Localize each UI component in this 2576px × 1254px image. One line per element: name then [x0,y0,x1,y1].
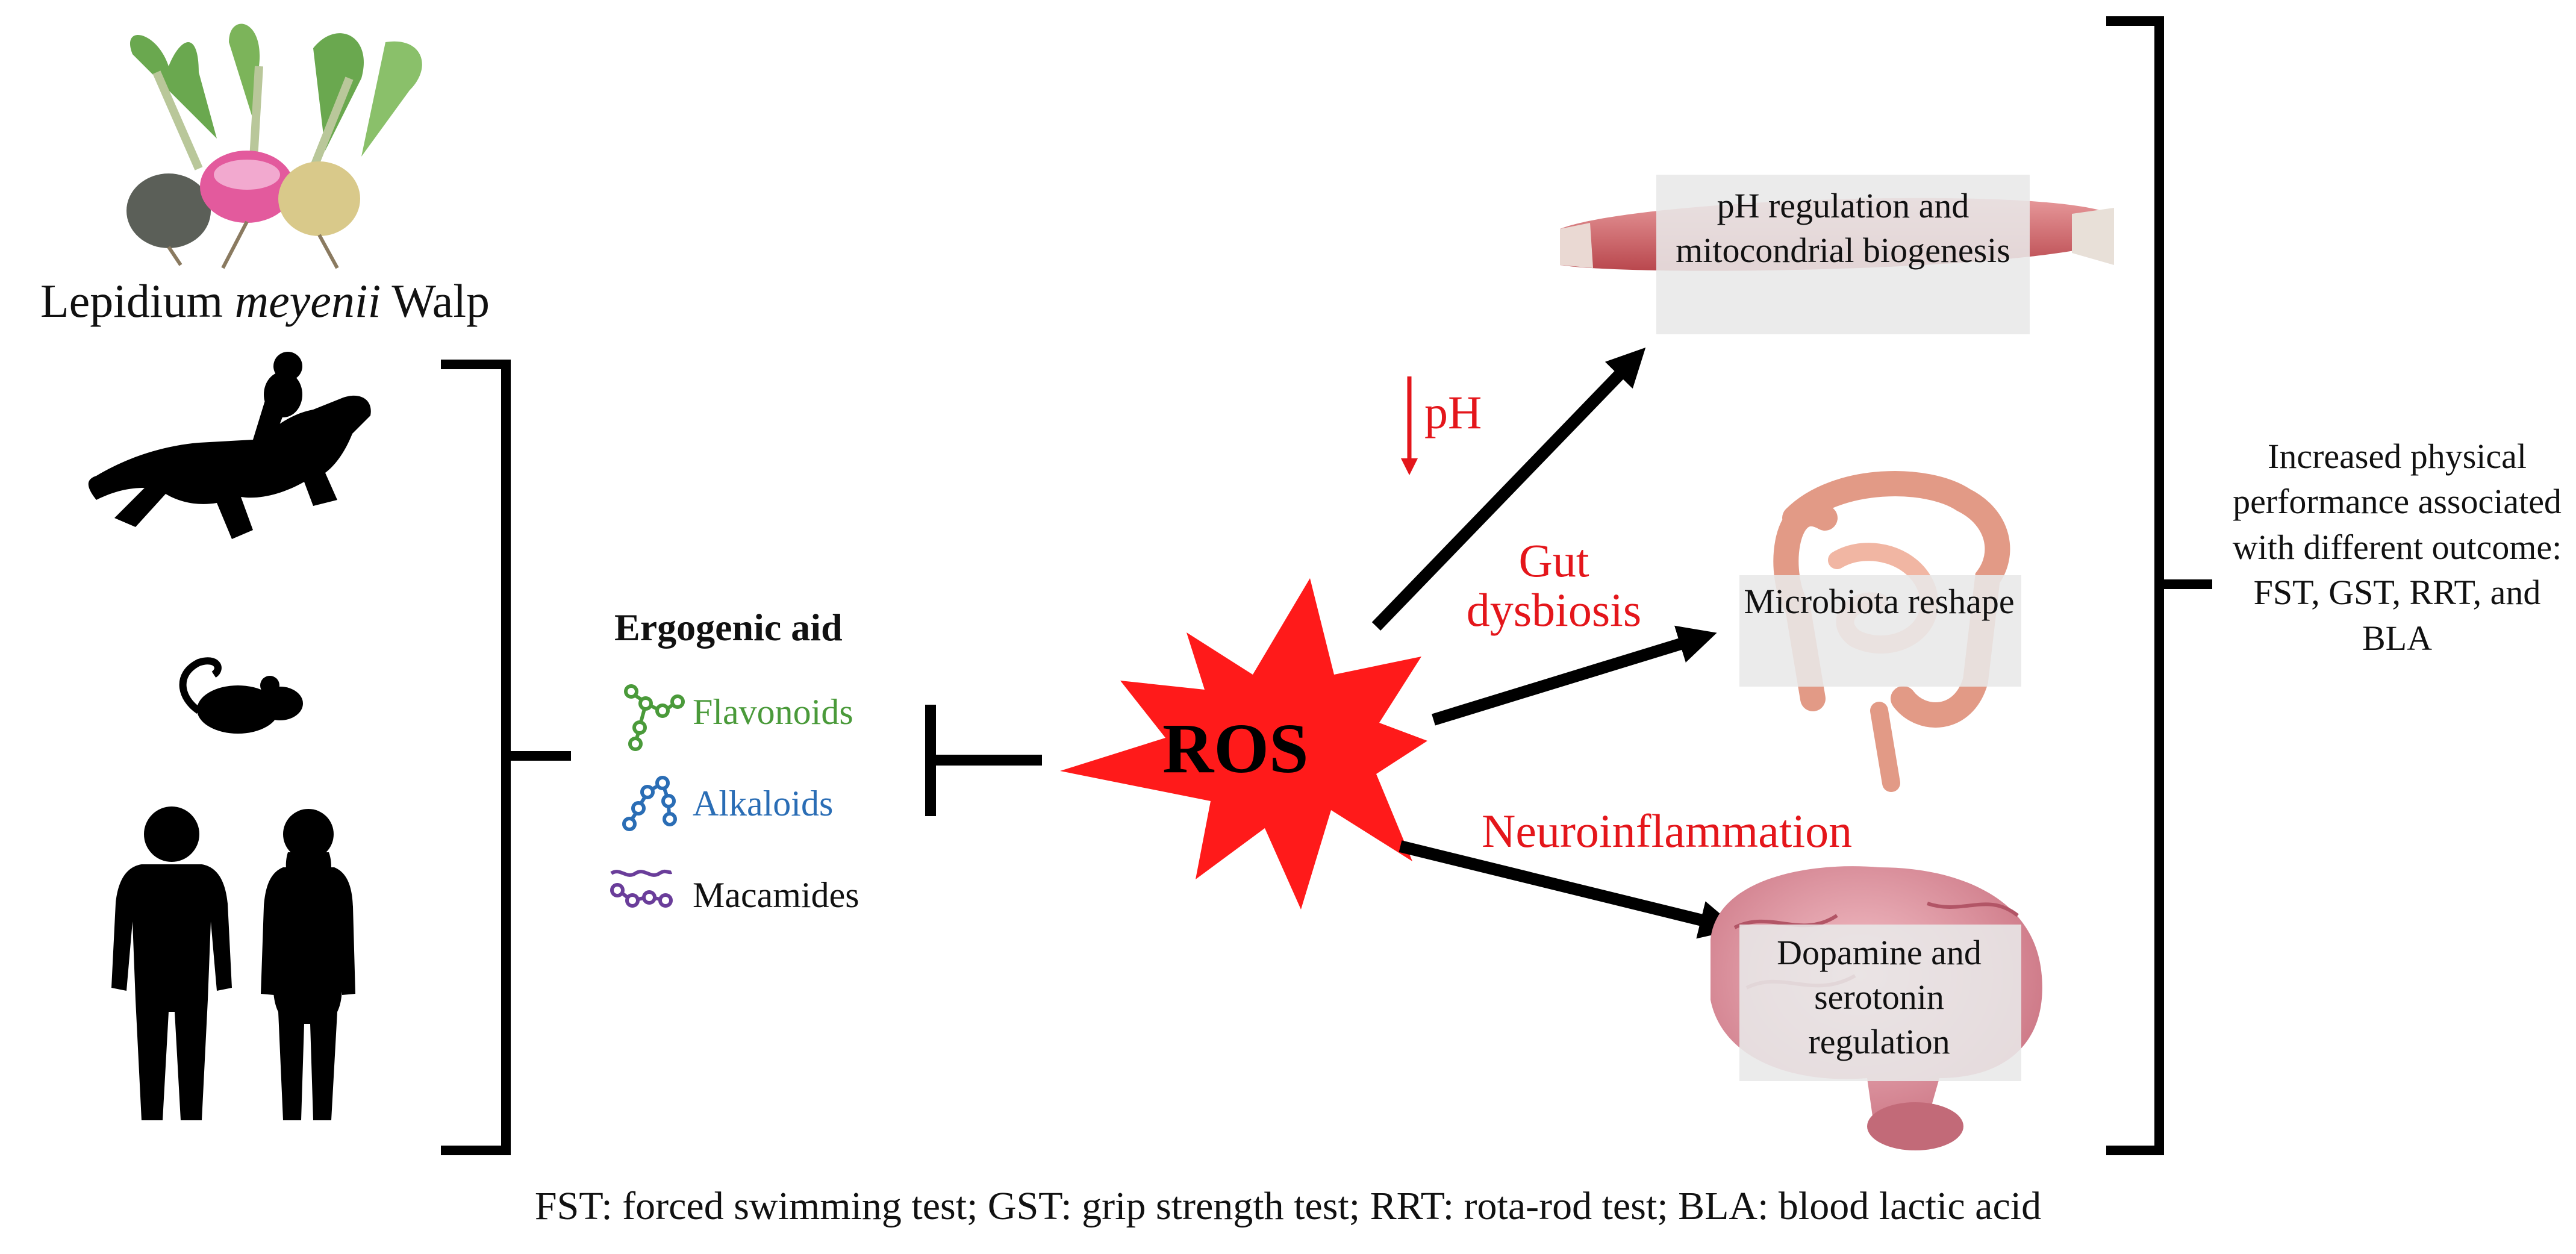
alkaloid-molecule-icon [622,776,677,831]
flavonoid-molecule-icon [624,684,685,751]
ros-arrows [1371,347,1739,939]
footer-legend: FST: forced swimming test; GST: grip str… [534,1184,2042,1228]
subjects-bracket [441,360,571,1155]
gut-dysbiosis-label: Gut dysbiosis [1466,534,1642,636]
microbiota-box-text: Microbiota reshape [1744,582,2015,621]
human-male-icon [111,806,232,1120]
ph-label: pH [1424,386,1482,438]
compound-flavonoids: Flavonoids [693,692,853,732]
macamide-molecule-icon [610,869,673,908]
arrow-to-brain [1399,840,1739,939]
compound-macamides: Macamides [693,875,859,915]
outcome-text: Increased physical performance associate… [2232,437,2562,658]
human-female-icon [261,809,355,1120]
plant-name: Lepidium meyenii Walp [40,275,490,327]
maca-roots-image [126,23,422,269]
arrow-to-intestine [1432,625,1717,726]
compound-alkaloids: Alkaloids [693,784,834,823]
brain-box-text: Dopamine and serotonin regulation [1777,933,1982,1062]
ros-starburst [1060,578,1427,909]
ergogenic-aid-title: Ergogenic aid [614,606,843,649]
microbiota-label-box [1739,575,2021,687]
neuroinflammation-label: Neuroinflammation [1482,805,1853,857]
outcome-bracket [2106,16,2212,1155]
muscle-label-box [1656,175,2030,334]
arrow-to-muscle [1371,347,1646,631]
brain-label-box [1739,925,2021,1081]
horse-rider-icon [88,352,371,539]
inhibition-symbol [925,705,1042,816]
ros-label: ROS [1162,709,1309,788]
mouse-icon [179,657,303,734]
muscle-box-text: pH regulation and mitocondrial biogenesi… [1676,186,2010,270]
